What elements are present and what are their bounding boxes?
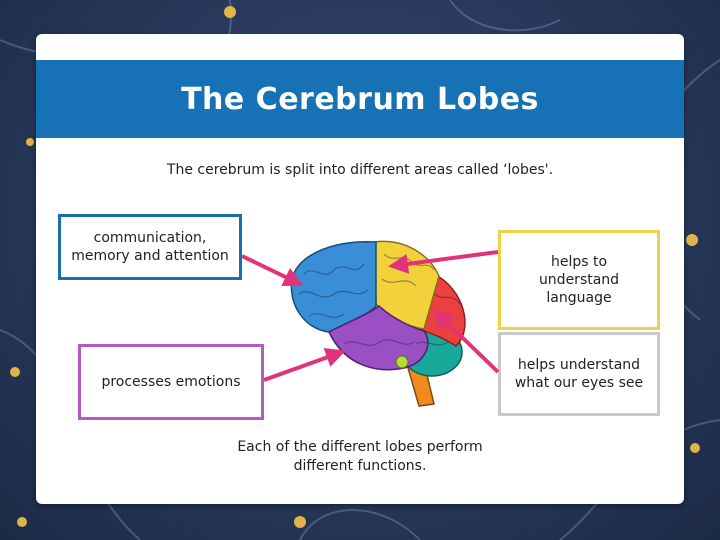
occipital-lobe-label: helps understand what our eyes see bbox=[514, 356, 644, 391]
brain-illustration bbox=[290, 240, 466, 407]
footer-caption: Each of the different lobes perform diff… bbox=[237, 439, 483, 474]
temporal-lobe-box: processes emotions bbox=[78, 344, 264, 420]
frontal-lobe-box: communication, memory and attention bbox=[58, 214, 242, 280]
parietal-lobe-box: helps to understand language bbox=[498, 230, 660, 330]
parietal-lobe-label: helps to understand language bbox=[538, 253, 620, 307]
title-banner: The Cerebrum Lobes bbox=[36, 60, 684, 138]
occipital-lobe-box: helps understand what our eyes see bbox=[498, 332, 660, 416]
frontal-lobe-label: communication, memory and attention bbox=[71, 229, 229, 264]
temporal-lobe-label: processes emotions bbox=[101, 373, 241, 390]
slide-title: The Cerebrum Lobes bbox=[181, 81, 539, 117]
slide-card: The Cerebrum Lobes The cerebrum is split… bbox=[36, 34, 684, 504]
slide-subtitle: The cerebrum is split into different are… bbox=[166, 162, 554, 178]
